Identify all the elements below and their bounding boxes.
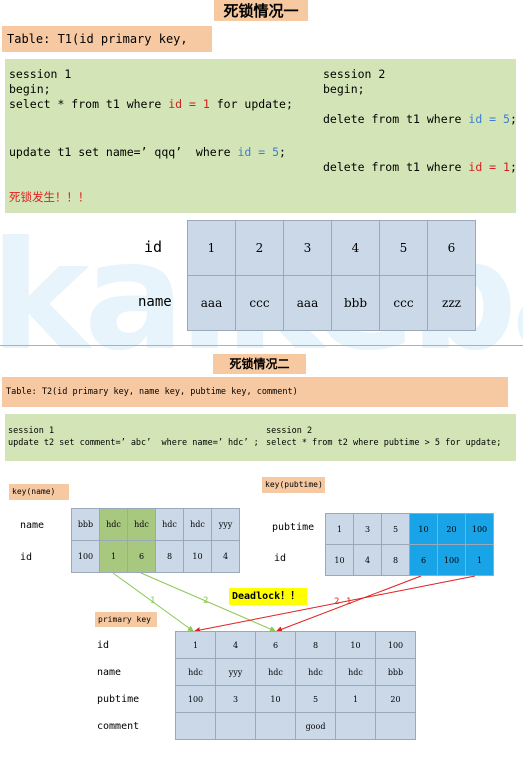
pk-comment-cell: good bbox=[295, 712, 336, 740]
pk-id-cell: 8 bbox=[295, 631, 336, 659]
key-name-table: bbb hdc hdc hdc hdc yyy 100 1 6 8 10 4 bbox=[71, 508, 240, 573]
key-pubtime-tag: key(pubtime) bbox=[262, 477, 325, 493]
pk-comment-cell bbox=[175, 712, 216, 740]
pk-name-cell: hdc bbox=[255, 658, 296, 686]
s1-session2-header: session 2 bbox=[323, 67, 386, 81]
key-pubtime-row-label-pubtime: pubtime bbox=[272, 522, 315, 533]
s1-name-cell: zzz bbox=[427, 275, 476, 331]
arrow-label-left1: 1 bbox=[150, 596, 156, 606]
key-name-id-cell: 8 bbox=[155, 540, 184, 573]
key-pubtime-pubtime-cell: 5 bbox=[381, 513, 410, 545]
key-pubtime-id-cell: 1 bbox=[465, 544, 494, 576]
primary-key-tag: primary key bbox=[95, 612, 157, 627]
key-name-name-cell: hdc bbox=[155, 508, 184, 541]
pk-name-cell: yyy bbox=[215, 658, 256, 686]
pk-id-cell: 100 bbox=[375, 631, 416, 659]
arrow-label-right2: 2 bbox=[334, 597, 340, 607]
pk-comment-cell bbox=[215, 712, 256, 740]
pk-pubtime-cell: 1 bbox=[335, 685, 376, 713]
pk-name-cell: hdc bbox=[335, 658, 376, 686]
section-divider bbox=[0, 345, 523, 346]
arrow-label-left2: 2 bbox=[203, 596, 209, 606]
key-name-id-cell: 10 bbox=[183, 540, 212, 573]
pk-row-label-name: name bbox=[97, 667, 122, 678]
s1-name-cell: bbb bbox=[331, 275, 380, 331]
arrow-green-2 bbox=[140, 572, 276, 632]
key-name-id-cell: 4 bbox=[211, 540, 240, 573]
arrow-red-1 bbox=[194, 575, 476, 633]
pk-row-label-id: id bbox=[97, 640, 110, 651]
primary-key-table: 1 4 6 8 10 100 hdc yyy hdc hdc hdc bbb 1… bbox=[175, 631, 416, 740]
key-name-id-cell: 100 bbox=[71, 540, 100, 573]
section1-code-block: session 1 begin; select * from t1 where … bbox=[5, 59, 517, 213]
key-pubtime-id-cell: 8 bbox=[381, 544, 410, 576]
s1-row-label-id: id bbox=[144, 238, 163, 256]
s1-id-cell: 2 bbox=[235, 220, 284, 276]
arrow-red-2 bbox=[276, 575, 422, 633]
s1-row-label-name: name bbox=[138, 294, 172, 310]
s1-session1-update: update t1 set name=’ qqq’ where id = 5; bbox=[9, 145, 286, 159]
deadlock-badge: Deadlock！！ bbox=[229, 588, 307, 605]
pk-comment-cell bbox=[375, 712, 416, 740]
key-pubtime-id-cell: 10 bbox=[325, 544, 354, 576]
key-name-name-cell: yyy bbox=[211, 508, 240, 541]
pk-pubtime-cell: 5 bbox=[295, 685, 336, 713]
key-pubtime-table: 1 3 5 10 20 100 10 4 8 6 100 1 bbox=[325, 513, 494, 576]
pk-id-cell: 10 bbox=[335, 631, 376, 659]
key-pubtime-pubtime-cell: 20 bbox=[437, 513, 466, 545]
key-pubtime-row-label-id: id bbox=[274, 553, 287, 564]
pk-id-cell: 4 bbox=[215, 631, 256, 659]
s1-session1-select: select * from t1 where id = 1 for update… bbox=[9, 97, 293, 111]
s1-session1-header: session 1 bbox=[9, 67, 72, 81]
key-name-name-cell: hdc bbox=[127, 508, 156, 541]
s2-session1-sql: update t2 set comment=’ abc’ where name=… bbox=[8, 438, 259, 448]
key-name-id-cell: 6 bbox=[127, 540, 156, 573]
key-name-id-cell: 1 bbox=[99, 540, 128, 573]
s1-deadlock-text: 死锁发生！！！ bbox=[9, 190, 90, 204]
key-pubtime-pubtime-cell: 100 bbox=[465, 513, 494, 545]
s1-id-cell: 6 bbox=[427, 220, 476, 276]
key-name-name-cell: hdc bbox=[183, 508, 212, 541]
pk-pubtime-cell: 3 bbox=[215, 685, 256, 713]
pk-id-cell: 6 bbox=[255, 631, 296, 659]
pk-comment-cell bbox=[255, 712, 296, 740]
pk-comment-cell bbox=[335, 712, 376, 740]
pk-id-cell: 1 bbox=[175, 631, 216, 659]
pk-pubtime-cell: 100 bbox=[175, 685, 216, 713]
s1-name-cell: aaa bbox=[283, 275, 332, 331]
pk-name-cell: hdc bbox=[175, 658, 216, 686]
key-pubtime-id-cell: 100 bbox=[437, 544, 466, 576]
key-name-tag: key(name) bbox=[9, 484, 69, 500]
section2-code-block: session 1 update t2 set comment=’ abc’ w… bbox=[5, 414, 516, 461]
s1-id-cell: 1 bbox=[187, 220, 236, 276]
pk-name-cell: hdc bbox=[295, 658, 336, 686]
pk-pubtime-cell: 10 bbox=[255, 685, 296, 713]
s1-data-table: 1 2 3 4 5 6 aaa ccc aaa bbb ccc zzz bbox=[187, 220, 476, 331]
s1-session2-begin: begin; bbox=[323, 82, 365, 96]
s1-session1-begin: begin; bbox=[9, 82, 51, 96]
key-pubtime-id-cell: 4 bbox=[353, 544, 382, 576]
s2-session2-sql: select * from t2 where pubtime > 5 for u… bbox=[266, 438, 502, 448]
key-pubtime-pubtime-cell: 10 bbox=[409, 513, 438, 545]
s2-session1-header: session 1 bbox=[8, 426, 55, 436]
pk-pubtime-cell: 20 bbox=[375, 685, 416, 713]
s1-session2-delete1: delete from t1 where id = 5; bbox=[323, 112, 517, 126]
pk-row-label-comment: comment bbox=[97, 721, 140, 732]
s2-session2-header: session 2 bbox=[266, 426, 313, 436]
pk-row-label-pubtime: pubtime bbox=[97, 694, 140, 705]
key-pubtime-pubtime-cell: 3 bbox=[353, 513, 382, 545]
s1-session2-delete2: delete from t1 where id = 1; bbox=[323, 160, 517, 174]
key-name-row-label-name: name bbox=[20, 520, 45, 531]
section2-title: 死锁情况二 bbox=[213, 354, 306, 374]
section2-table-def: Table: T2(id primary key, name key, pubt… bbox=[2, 377, 508, 407]
section1-title: 死锁情况一 bbox=[214, 0, 308, 21]
key-pubtime-id-cell: 6 bbox=[409, 544, 438, 576]
key-name-row-label-id: id bbox=[20, 552, 33, 563]
arrow-green-1 bbox=[112, 572, 194, 632]
pk-name-cell: bbb bbox=[375, 658, 416, 686]
arrow-label-right1: 1 bbox=[346, 597, 352, 607]
